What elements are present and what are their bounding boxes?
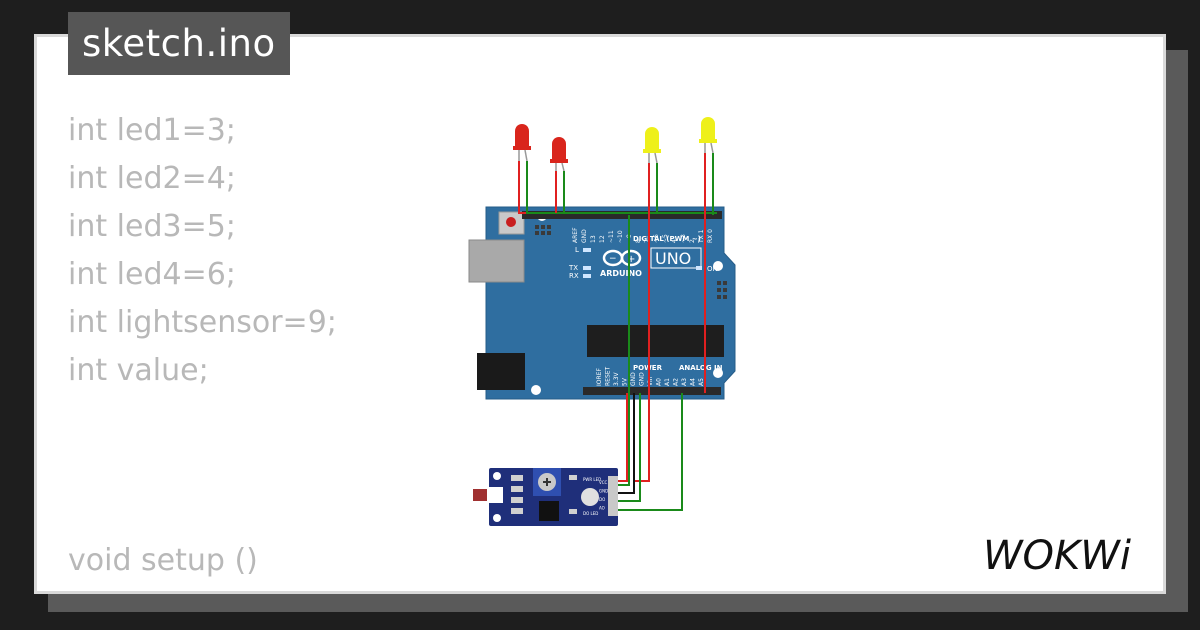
digital-pin-label: 13 [590, 235, 597, 243]
wokwi-logo-text: WOKWi [983, 533, 1131, 579]
bottom-pin-label: A5 [698, 378, 705, 386]
arduino-uno-board[interactable]: DIGITAL (PWM ~) ARDUINO UNO − + ON L TX … [468, 206, 736, 400]
led-red-2[interactable] [550, 137, 568, 172]
bottom-pin-label: 5V [622, 377, 629, 386]
digital-header [522, 211, 722, 219]
bottom-pin-label: RESET [605, 366, 612, 386]
digital-pin-label: GND [581, 229, 588, 243]
arduino-logo-icon [602, 249, 642, 267]
bottom-pin-label: GND [639, 372, 646, 386]
digital-pin-label: ~6 [653, 234, 660, 243]
digital-pin-label: RX 0 [707, 229, 714, 243]
bottom-pin-label: IOREF [596, 368, 603, 386]
digital-pin-label: ~10 [617, 230, 624, 243]
power-analog-header [583, 387, 721, 395]
code-line: int value; [68, 353, 209, 388]
sensor-pin-label: VCC [599, 480, 608, 485]
digital-label: DIGITAL (PWM ~) [633, 235, 701, 243]
model-label: UNO [655, 249, 691, 268]
code-line: int led3=5; [68, 209, 236, 244]
digital-pin-label: ~3 [680, 234, 687, 243]
light-sensor-module[interactable]: VCC GND DO AO PWR LED DO LED [473, 468, 618, 526]
microcontroller-chip [587, 325, 724, 357]
l-label: L [575, 246, 579, 254]
sensor-pin-label: GND [599, 489, 608, 494]
code-line: void setup () [68, 543, 258, 578]
rx-label: RX [569, 272, 579, 280]
code-line: int led2=4; [68, 161, 236, 196]
code-line: int led1=3; [68, 113, 236, 148]
digital-pin-label: AREF [572, 227, 579, 243]
led-red-1[interactable] [513, 124, 531, 162]
led-yellow-2[interactable] [699, 117, 717, 154]
bottom-pin-label: Vin [647, 376, 654, 386]
sensor-pin-label: AO [599, 506, 605, 511]
power-jack [477, 353, 525, 390]
bottom-pin-label: A2 [673, 378, 680, 386]
bottom-pin-label: A1 [664, 378, 671, 386]
wokwi-logo: WOKWi [983, 533, 1131, 579]
do-led-label: DO LED [583, 511, 598, 516]
bottom-pin-label: 3.3V [613, 371, 620, 386]
digital-pin-label: 12 [599, 235, 606, 243]
led-yellow-1[interactable] [643, 127, 661, 164]
digital-pin-label: 2 [689, 239, 696, 243]
bottom-pin-label: A0 [656, 378, 663, 386]
brand-label: ARDUINO [600, 269, 642, 278]
code-line: int led4=6; [68, 257, 236, 292]
sensor-pin-label: DO [599, 497, 605, 502]
svg-text:+: + [627, 254, 635, 265]
bottom-pin-label: A4 [690, 378, 697, 386]
bottom-pin-label: A3 [681, 378, 688, 386]
code-lower: void setup (){ [68, 537, 258, 591]
digital-pin-label: 7 [644, 239, 651, 243]
preview-card: int led1=3; int led2=4; int led3=5; int led… [34, 34, 1166, 594]
file-tab[interactable]: sketch.ino [68, 12, 290, 75]
sensor-pin-labels: VCC GND DO AO [599, 480, 608, 511]
digital-pin-label: 8 [635, 239, 642, 243]
on-label: ON [707, 265, 718, 273]
code-line: int lightsensor=9; [68, 305, 337, 340]
digital-pin-label: ~5 [662, 234, 669, 243]
usb-port [468, 239, 525, 283]
digital-pin-label: 4 [671, 239, 678, 243]
digital-pin-label: TX 1 [698, 229, 705, 244]
analog-label: ANALOG IN [679, 364, 723, 372]
circuit-diagram: DIGITAL (PWM ~) ARDUINO UNO − + ON L TX … [468, 117, 736, 526]
tx-label: TX [568, 264, 578, 272]
digital-pin-label: ~11 [608, 230, 615, 243]
power-label: POWER [633, 364, 663, 372]
pwr-led-label: PWR LED [583, 477, 601, 482]
code-upper: int led1=3; int led2=4; int led3=5; int led… [68, 107, 337, 395]
svg-text:−: − [609, 254, 617, 264]
bottom-pin-label: GND [630, 372, 637, 386]
